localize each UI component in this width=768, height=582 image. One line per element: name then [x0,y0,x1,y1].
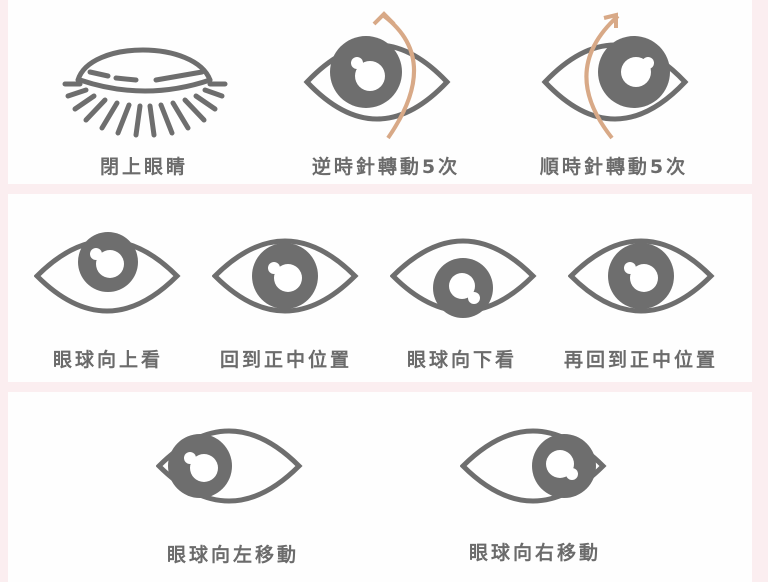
step-label: 再回到正中位置 [563,349,719,371]
eye-look-up-icon [34,232,181,314]
eye-look-down-icon [390,238,537,318]
eye-look-left-icon [156,428,303,504]
step-label: 閉上眼睛 [99,156,189,178]
step-label: 回到正中位置 [219,349,353,371]
eye-counterclockwise-icon [303,11,451,140]
eye-clockwise-icon [541,12,689,140]
step-label: 眼球向下看 [406,349,518,371]
closed-eye-icon [62,47,228,138]
step-label: 逆時針轉動5次 [311,156,461,178]
step-label: 眼球向上看 [52,349,164,371]
eye-center-icon [212,238,359,314]
eye-center-icon [568,238,715,314]
row-panel-3 [8,392,752,582]
step-label: 順時針轉動5次 [539,156,689,178]
step-label: 眼球向左移動 [166,544,300,566]
step-label: 眼球向右移動 [468,542,602,564]
eye-look-right-icon [460,428,607,504]
